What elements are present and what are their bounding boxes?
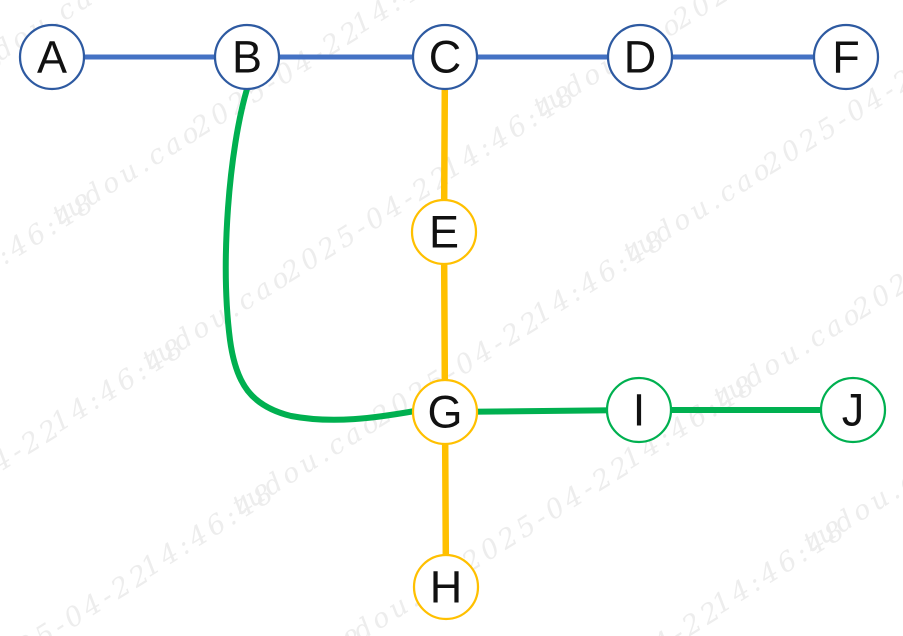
node-label: F <box>832 32 860 83</box>
node-h[interactable]: H <box>412 553 480 621</box>
node-d[interactable]: D <box>606 23 674 91</box>
node-circle <box>819 376 887 444</box>
node-circle <box>812 23 880 91</box>
node-circle <box>411 23 479 91</box>
node-circle <box>605 376 673 444</box>
node-c[interactable]: C <box>411 23 479 91</box>
node-label: D <box>624 32 657 83</box>
node-label: H <box>430 562 463 613</box>
node-label: J <box>842 385 865 436</box>
node-label: A <box>37 32 67 83</box>
node-circle <box>411 378 479 446</box>
node-label: G <box>427 387 462 438</box>
node-circle <box>412 553 480 621</box>
node-f[interactable]: F <box>812 23 880 91</box>
node-label: C <box>429 32 462 83</box>
node-a[interactable]: A <box>18 23 86 91</box>
node-i[interactable]: I <box>605 376 673 444</box>
node-b[interactable]: B <box>213 23 281 91</box>
node-circle <box>410 198 478 266</box>
node-e[interactable]: E <box>410 198 478 266</box>
node-j[interactable]: J <box>819 376 887 444</box>
node-circle <box>18 23 86 91</box>
edge-b-g <box>222 86 418 423</box>
node-label: E <box>429 207 459 258</box>
node-label: B <box>232 32 262 83</box>
node-label: I <box>633 385 646 436</box>
node-circle <box>213 23 281 91</box>
node-circle <box>606 23 674 91</box>
node-g[interactable]: G <box>411 378 479 446</box>
